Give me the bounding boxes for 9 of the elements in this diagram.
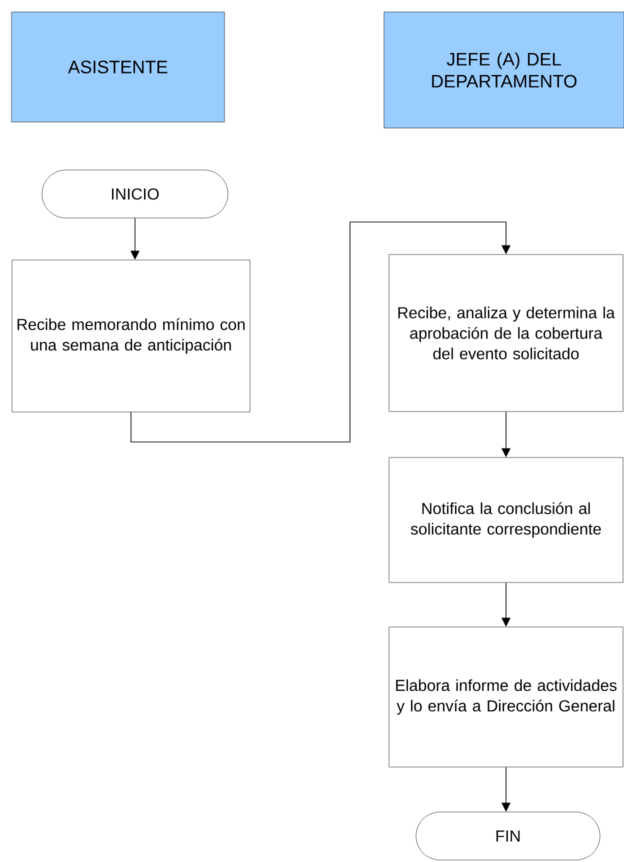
lane-header: ASISTENTE <box>11 12 225 122</box>
terminator: INICIO <box>42 170 228 218</box>
lane-header: JEFE (A) DEL DEPARTAMENTO <box>384 12 624 128</box>
process-box: Elabora informe de actividades y lo envía a Dirección General <box>388 626 624 768</box>
terminator: FIN <box>416 812 600 860</box>
process-box: Recibe memorando mínimo con una semana de anticipación <box>12 260 250 412</box>
process-box: Notifica la conclusión al solicitante correspondiente <box>388 457 624 583</box>
arrow <box>130 222 511 442</box>
process-box: Recibe, analiza y determina la aprobación de la cobertura del evento solicitado <box>388 254 624 412</box>
